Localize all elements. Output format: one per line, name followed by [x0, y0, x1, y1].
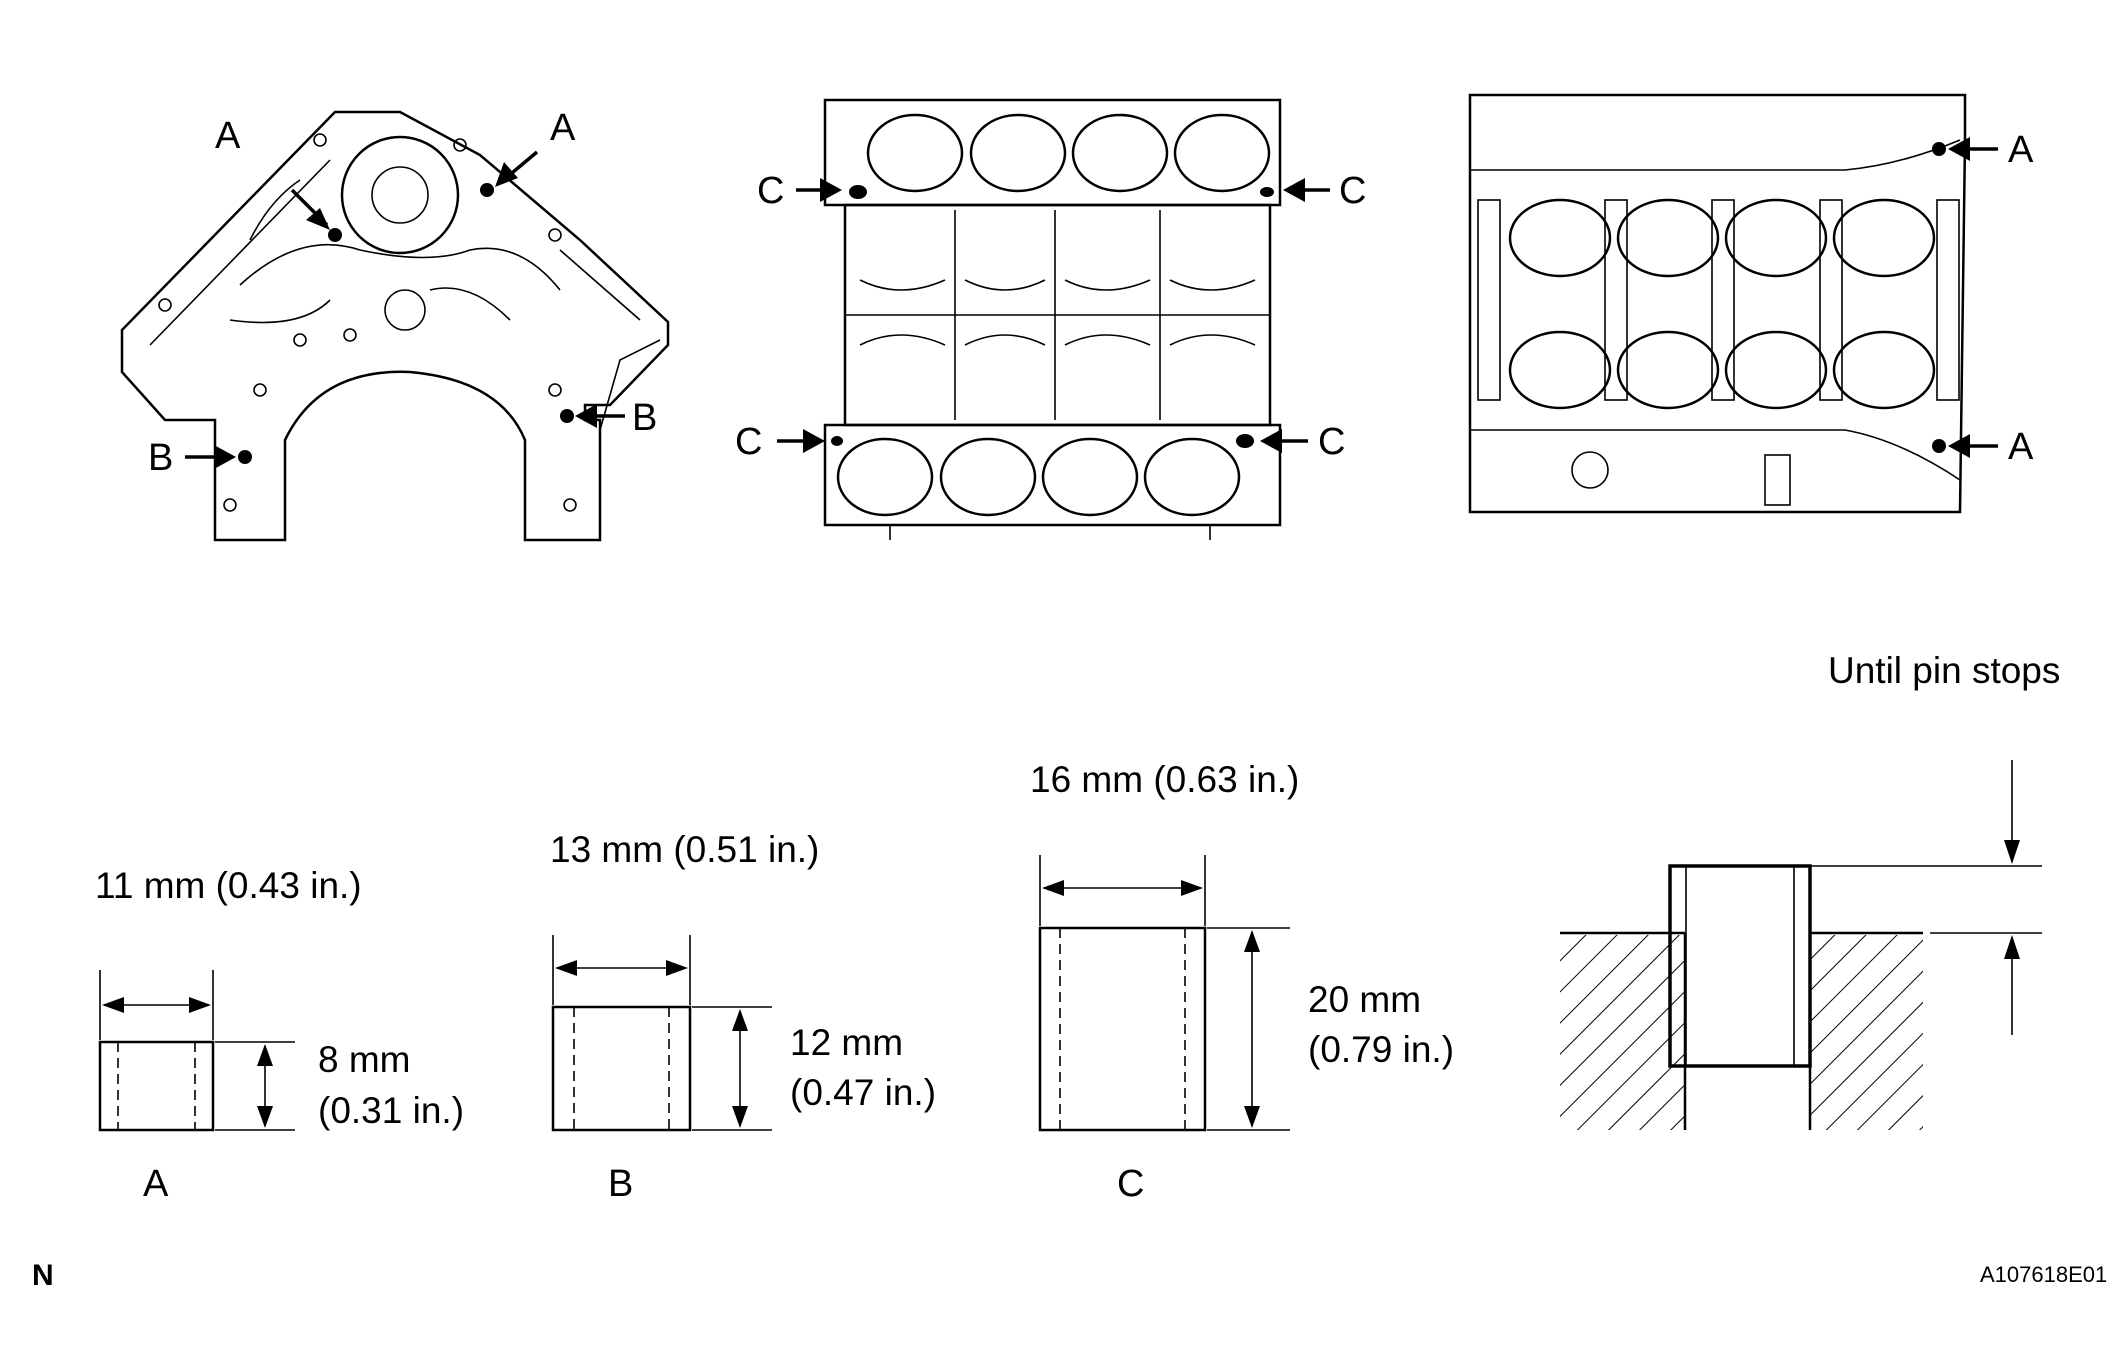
callout-c-top-lower-left: C [735, 421, 762, 463]
pin-b-drawing [551, 935, 772, 1132]
figure-code: A107618E01 [1980, 1262, 2107, 1287]
callout-c-top-upper-right: C [1339, 170, 1366, 212]
pin-b-caption: B [608, 1163, 633, 1205]
bottom-view-pin-markers [1932, 137, 1998, 458]
pin-b-height-inches: (0.47 in.) [790, 1072, 936, 1113]
pin-c-caption: C [1117, 1163, 1144, 1205]
pin-a-drawing [98, 970, 295, 1132]
pin-a-width-label: 11 mm (0.43 in.) [95, 865, 362, 906]
pin-a-height-inches: (0.31 in.) [318, 1090, 464, 1131]
engine-block-front-view [120, 110, 670, 542]
pin-c-height-label: 20 mm [1308, 979, 1421, 1020]
callout-a-bottom-lower: A [2008, 426, 2034, 468]
callout-b-front-right: B [632, 397, 657, 439]
orientation-mark: N [32, 1259, 54, 1292]
pin-a-caption: A [143, 1163, 169, 1205]
front-view-pin-markers [185, 150, 625, 469]
pin-c-width-label: 16 mm (0.63 in.) [1030, 759, 1299, 800]
callout-c-top-lower-right: C [1318, 421, 1345, 463]
callout-c-top-upper-left: C [757, 170, 784, 212]
pin-c-drawing [1038, 855, 1290, 1132]
callout-a-front-left: A [215, 115, 241, 157]
top-view-pin-markers [777, 178, 1330, 453]
callout-a-front-right: A [550, 107, 576, 149]
engine-block-top-view [823, 98, 1282, 540]
callout-b-front-left: B [148, 437, 173, 479]
pin-b-height-label: 12 mm [790, 1022, 903, 1063]
engine-block-bottom-view [1468, 93, 1967, 514]
pin-installation-detail [1560, 760, 2042, 1130]
callout-a-bottom-upper: A [2008, 129, 2034, 171]
pin-a-height-label: 8 mm [318, 1039, 411, 1080]
pin-b-width-label: 13 mm (0.51 in.) [550, 829, 819, 870]
pin-c-height-inches: (0.79 in.) [1308, 1029, 1454, 1070]
install-note-label: Until pin stops [1828, 650, 2060, 691]
